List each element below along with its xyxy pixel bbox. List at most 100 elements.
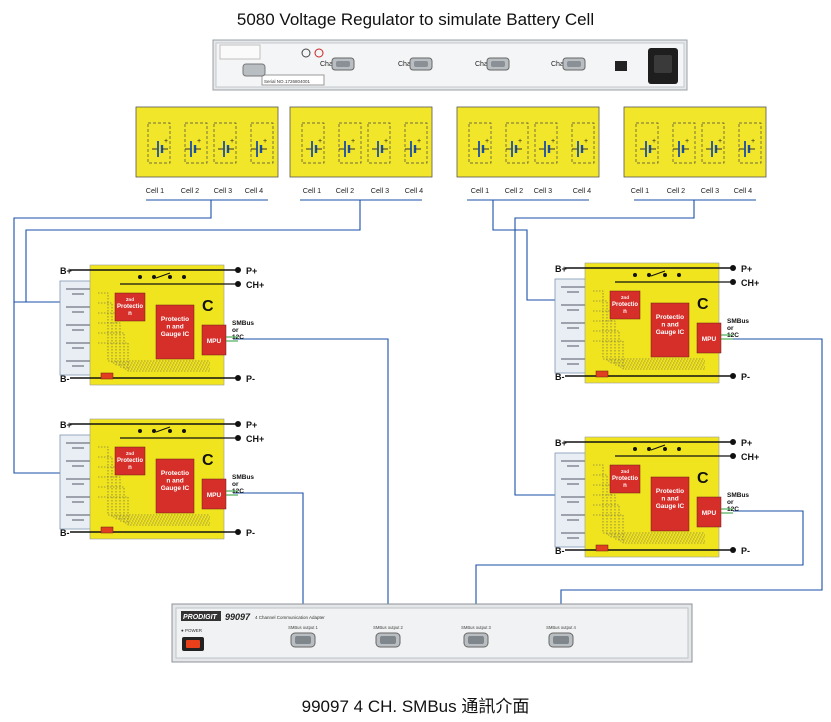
gauge-ic-line: Protectio <box>161 316 189 323</box>
switch-node <box>647 273 651 277</box>
battery-plus-sign: + <box>164 138 168 145</box>
smbus-line: 12C <box>232 334 244 341</box>
mpu-chip <box>201 478 227 510</box>
channel-connector-pins <box>336 61 350 67</box>
b-plus-label: B+ <box>60 420 72 430</box>
cell-label: Cell 1 <box>146 186 164 195</box>
mpu-label: MPU <box>207 492 222 499</box>
board-trace <box>98 456 210 518</box>
p-plus-label: P+ <box>741 264 752 274</box>
b-minus-label: B- <box>555 372 565 382</box>
switch-node <box>182 275 186 279</box>
battery-plus-sign: + <box>584 138 588 145</box>
gauge-ic-line: n and <box>661 496 678 503</box>
board-trace <box>593 464 705 534</box>
brand-badge <box>181 611 221 621</box>
cell-label: Cell 2 <box>336 186 354 195</box>
switch-node <box>168 429 172 433</box>
second-protection-sup: 2nd <box>621 295 629 300</box>
cell-label: Cell 3 <box>371 186 389 195</box>
ch-plus-label: CH+ <box>246 280 264 290</box>
cell-label: Cell 1 <box>471 186 489 195</box>
model-label: 99097 <box>225 612 251 622</box>
second-protection-line: n <box>128 311 132 317</box>
second-protection-chip <box>609 290 641 320</box>
mpu-chip <box>201 324 227 356</box>
switch-node <box>633 447 637 451</box>
voltage-regulator-device: Serial NO.1726804001Channel4Channel3Chan… <box>212 39 688 91</box>
cell-dashed-frame <box>505 122 529 164</box>
switch-blade <box>650 270 666 277</box>
smbus-line: 12C <box>727 506 739 513</box>
top-caption: 5080 Voltage Regulator to simulate Batte… <box>236 10 595 29</box>
cell-dashed-frame <box>338 122 362 164</box>
board-trace <box>98 302 210 364</box>
gauge-ic-chip <box>155 304 195 360</box>
second-protection-line: Protectio <box>612 302 638 308</box>
cell-label: Cell 3 <box>534 186 552 195</box>
cell-label: Cell 4 <box>573 186 591 195</box>
second-protection-sup: 2nd <box>126 451 134 456</box>
gauge-ic-chip <box>650 476 690 532</box>
b-minus-label: B- <box>60 374 70 384</box>
channel-connector-pins <box>414 61 428 67</box>
ch-plus-terminal <box>235 435 241 441</box>
smbus-text: SMBusor12C <box>727 318 749 339</box>
smbus-output-label: SMBus output 4 <box>546 625 576 630</box>
b-plus-label: B+ <box>555 264 567 274</box>
ul-mark-icon <box>314 48 324 58</box>
p-plus-terminal <box>730 439 736 445</box>
board-trace <box>98 486 210 524</box>
board-trace <box>98 312 210 366</box>
board-trace <box>98 322 210 368</box>
connection-wire <box>514 200 695 496</box>
smbus-output-label: SMBus output 1 <box>288 625 318 630</box>
cell-label: Cell 2 <box>181 186 199 195</box>
cell-dashed-frame <box>672 122 696 164</box>
cell-label: Cell 1 <box>303 186 321 195</box>
smbus-text: SMBusor12C <box>232 320 254 341</box>
gauge-ic-line: Protectio <box>161 470 189 477</box>
b-plus-label: B+ <box>555 438 567 448</box>
switch-node <box>182 429 186 433</box>
smbus-text: SMBusor12C <box>727 492 749 513</box>
adapter-panel <box>175 607 689 659</box>
battery-plus-sign: + <box>384 138 388 145</box>
mpu-label: MPU <box>702 336 717 343</box>
ce-mark-icon <box>301 48 311 58</box>
gauge-ic-line: Gauge IC <box>161 331 190 338</box>
switch-node <box>138 429 142 433</box>
cell-dashed-frame <box>213 122 237 164</box>
smbus-line: or <box>232 327 239 334</box>
smbus-line: or <box>727 325 734 332</box>
smbus-line: SMBus <box>727 318 749 325</box>
connection-wire <box>13 302 60 474</box>
second-protection-chip <box>114 292 146 322</box>
board-trace <box>593 484 705 538</box>
cell-dashed-frame <box>701 122 725 164</box>
cell-dashed-frame <box>404 122 428 164</box>
serial-box <box>261 74 325 86</box>
mpu-label: MPU <box>702 510 717 517</box>
power-label: ● POWER <box>181 628 203 633</box>
smbus-line: SMBus <box>232 474 254 481</box>
switch-node <box>633 273 637 277</box>
connection-wire <box>233 492 304 635</box>
ac-inlet-socket <box>654 55 672 73</box>
board-trace <box>593 330 705 368</box>
cell-dashed-frame <box>367 122 391 164</box>
ch-plus-terminal <box>730 453 736 459</box>
fuse-icon <box>595 544 609 552</box>
second-protection-line: n <box>128 465 132 471</box>
smbus-output-pins <box>380 636 396 644</box>
